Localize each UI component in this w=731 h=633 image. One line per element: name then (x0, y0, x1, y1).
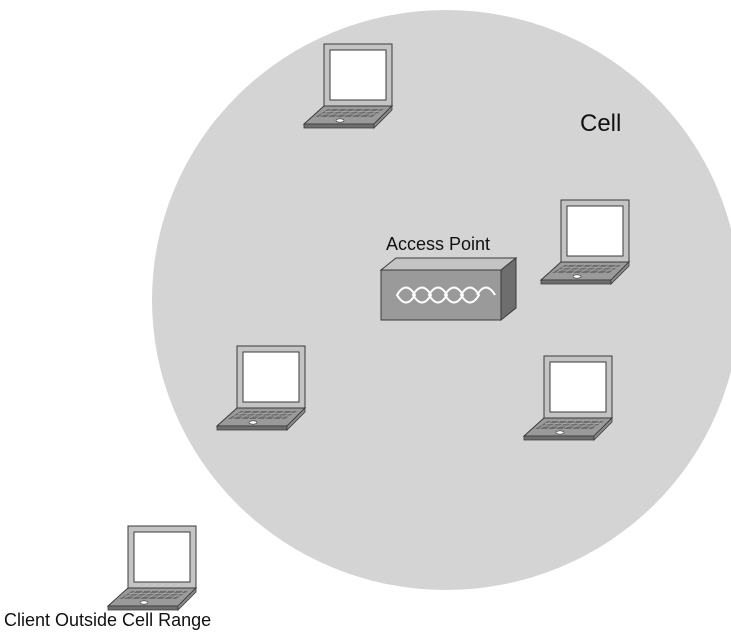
cell-label: Cell (580, 110, 622, 137)
laptop-icon[interactable] (107, 525, 197, 611)
wave-icon (395, 286, 496, 304)
client-outside-label: Client Outside Cell Range (4, 610, 212, 630)
access-point-label: Access Point (386, 234, 491, 254)
access-point-icon[interactable] (379, 256, 518, 322)
